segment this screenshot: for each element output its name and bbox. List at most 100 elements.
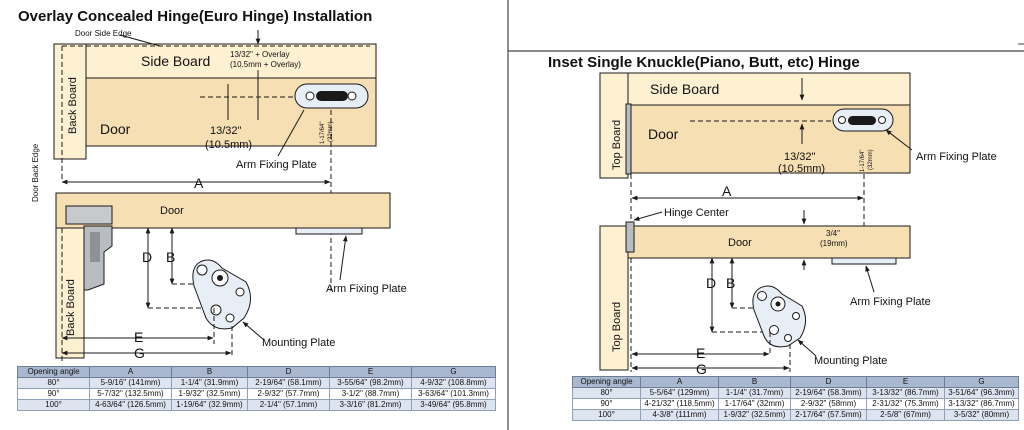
gap-inch: 3/4" [826, 229, 840, 238]
mounting-plate-label-right: Mounting Plate [814, 355, 887, 367]
table-cell: 4-3/8" (111mm) [640, 409, 719, 421]
door-label-lower: Door [160, 205, 184, 217]
dim-a-label-right: A [722, 183, 732, 199]
arm-fixing-plate-leader-lower [339, 235, 348, 281]
table-cell: 1-19/64" (32.9mm) [171, 399, 248, 411]
table-cell: 4-21/32" (118.5mm) [640, 398, 719, 410]
header-b: B [718, 376, 791, 388]
overlay-label-top: 13/32" + Overlay [230, 50, 290, 59]
overlay-label-bottom: (10.5mm + Overlay) [230, 60, 301, 69]
mounting-screw-hole-right [757, 291, 767, 301]
header-opening-angle: Opening angle [17, 366, 90, 378]
arm-fixing-plate-label-lower-right: Arm Fixing Plate [850, 296, 931, 308]
table-cell: 3-51/64" (96.3mm) [944, 387, 1019, 399]
table-cell: 4-63/64" (126.5mm) [89, 399, 172, 411]
table-row: 100° 4-3/8" (111mm) 1-9/32" (32.5mm) 2-1… [572, 409, 1019, 421]
table-cell: 3-1/2" (88.7mm) [329, 388, 412, 400]
plate-screw-hole-right [878, 116, 886, 124]
header-e: E [866, 376, 945, 388]
side-board-label-right: Side Board [650, 81, 719, 97]
dim-g-label: G [134, 345, 145, 361]
dim-e-label-right: E [696, 345, 705, 361]
mounting-screw-hole-right [784, 334, 792, 342]
side-board [85, 43, 377, 79]
left-spec-table: Opening angle A B D E G 80° 5-9/16" (141… [17, 366, 496, 411]
table-cell: 100° [17, 399, 90, 411]
plate-width-inch: 1-17/64" [320, 122, 326, 144]
right-title: Inset Single Knuckle(Piano, Butt, etc) H… [548, 54, 860, 71]
header-g: G [944, 376, 1019, 388]
dim-d-label: D [142, 249, 152, 265]
door-panel-lower-right [627, 225, 911, 259]
table-cell: 3-63/64" (101.3mm) [411, 388, 496, 400]
plate-screw-hole-right [838, 116, 846, 124]
table-row: 80° 5-5/64" (129mm) 1-1/4" (31.7mm) 2-19… [572, 387, 1019, 399]
header-d: D [247, 366, 330, 378]
dim-b-label: B [166, 249, 175, 265]
top-board-label-lower-right: Top Board [611, 302, 623, 352]
header-a: A [89, 366, 172, 378]
mounting-plate-right [752, 285, 806, 348]
arm-fixing-plate-label-lower: Arm Fixing Plate [326, 283, 407, 295]
mounting-cam-center [217, 275, 223, 281]
table-row: 80° 5-9/16" (141mm) 1-1/4" (31.9mm) 2-19… [17, 377, 496, 389]
plate-width-inch-right: 1-17/64" [860, 150, 866, 172]
knuckle-hinge [625, 103, 632, 175]
hinge-cup [65, 205, 113, 225]
arm-fixing-plate-label-top: Arm Fixing Plate [236, 159, 317, 171]
table-cell: 80° [17, 377, 90, 389]
door-label-right: Door [648, 126, 679, 142]
table-cell: 90° [572, 398, 641, 410]
door-side-edge-label: Door Side Edge [75, 29, 132, 38]
table-cell: 1-1/4" (31.7mm) [718, 387, 791, 399]
table-cell: 3-13/32" (86.7mm) [866, 387, 945, 399]
side-board-label: Side Board [141, 53, 210, 69]
arm-fixing-plate-leader-lower-right [865, 265, 875, 293]
header-opening-angle: Opening angle [572, 376, 641, 388]
back-board [53, 43, 87, 160]
table-cell: 3-55/64" (98.2mm) [329, 377, 412, 389]
dim-g-label-right: G [696, 361, 707, 377]
dim-b-label-right: B [726, 275, 735, 291]
top-board-label-right: Top Board [611, 120, 623, 170]
back-board-label: Back Board [67, 77, 79, 134]
table-row: 90° 4-21/32" (118.5mm) 1-17/64" (32mm) 2… [572, 398, 1019, 410]
mounting-cam-center-right [775, 301, 781, 307]
table-cell: 5-7/32" (132.5mm) [89, 388, 172, 400]
table-cell: 1-1/4" (31.9mm) [171, 377, 248, 389]
header-g: G [411, 366, 496, 378]
arm-fixing-plate-leader-right [885, 129, 913, 151]
door-label-lower-right: Door [728, 237, 752, 249]
table-cell: 2-9/32" (57.7mm) [247, 388, 330, 400]
plate-width-mm: (32mm) [328, 121, 334, 142]
dim-e-label: E [134, 329, 143, 345]
table-cell: 2-31/32" (75.3mm) [866, 398, 945, 410]
dim-13-32-inch-right: 13/32" [784, 151, 816, 163]
table-cell: 1-9/32" (32.5mm) [171, 388, 248, 400]
table-header-row: Opening angle A B D E G [572, 376, 1019, 388]
right-spec-table: Opening angle A B D E G 80° 5-5/64" (129… [572, 376, 1019, 421]
table-cell: 80° [572, 387, 641, 399]
back-board-label-lower: Back Board [65, 279, 77, 336]
door-side-edge-leader [119, 34, 161, 47]
table-cell: 4-9/32" (108.8mm) [411, 377, 496, 389]
table-cell: 5-5/64" (129mm) [640, 387, 719, 399]
dim-13-32-inch: 13/32" [210, 125, 242, 137]
table-cell: 2-17/64" (57.5mm) [790, 409, 867, 421]
table-cell: 3-3/16" (81.2mm) [329, 399, 412, 411]
plate-width-mm-right: (32mm) [868, 149, 874, 170]
table-cell: 2-9/32" (58mm) [790, 398, 867, 410]
gap-mm: (19mm) [820, 239, 848, 248]
header-a: A [640, 376, 719, 388]
header-e: E [329, 366, 412, 378]
side-board-right [599, 72, 911, 106]
knuckle-hinge-lower [625, 221, 635, 253]
header-d: D [790, 376, 867, 388]
mounting-plate [192, 259, 251, 330]
hinge-arm-detail [90, 232, 100, 262]
mounting-plate-leader [242, 321, 265, 341]
table-cell: 1-9/32" (32.5mm) [718, 409, 791, 421]
mounting-screw-hole [196, 264, 208, 276]
table-row: 90° 5-7/32" (132.5mm) 1-9/32" (32.5mm) 2… [17, 388, 496, 400]
